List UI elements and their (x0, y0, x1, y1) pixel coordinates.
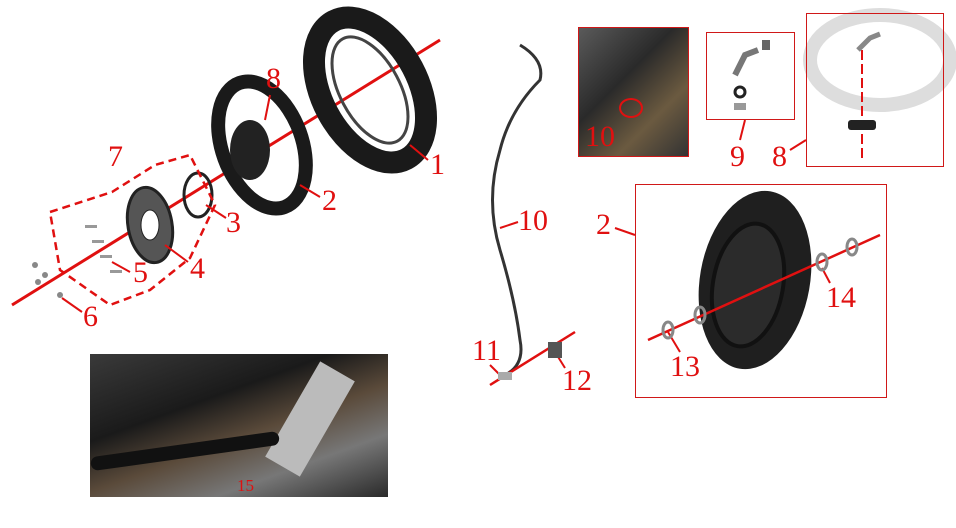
bolts-icon (85, 225, 122, 273)
label-2: 2 (322, 184, 337, 217)
label-9: 9 (730, 140, 745, 173)
label-3: 3 (226, 206, 241, 239)
wheel-detail-icon (698, 190, 812, 370)
bearings-icon (661, 237, 859, 340)
fork-tube (265, 361, 355, 477)
tire-icon (302, 6, 438, 174)
label-14: 14 (826, 281, 856, 314)
engine-photo (579, 28, 688, 156)
highlight-circle (619, 98, 643, 118)
valve-kit-icon (732, 40, 770, 110)
label-8-detail: 8 (772, 140, 787, 173)
sensor-photo (578, 27, 689, 157)
wheel-detail-box (635, 184, 887, 398)
label-4: 4 (190, 252, 205, 285)
valve-detail-box (806, 13, 944, 167)
valve-kit-box (706, 32, 795, 120)
label-1: 1 (430, 148, 445, 181)
sensor-end-icon (498, 372, 512, 380)
label-8: 8 (266, 62, 281, 95)
label-6: 6 (83, 300, 98, 333)
label-15: 15 (237, 476, 254, 495)
label-5: 5 (133, 256, 148, 289)
label-7: 7 (108, 140, 123, 173)
wheel-rim-icon (211, 74, 313, 216)
sensor-cable-icon (491, 43, 543, 377)
label-10: 10 (518, 204, 548, 237)
sensor-head-icon (548, 342, 562, 358)
label-11: 11 (472, 334, 501, 367)
label-12: 12 (562, 364, 592, 397)
disc-group-outline (48, 153, 217, 307)
valve-detail-icon (803, 8, 956, 160)
cable-hose (90, 430, 281, 472)
label-13: 13 (670, 350, 700, 383)
label-2-detail: 2 (596, 208, 611, 241)
screws-icon (32, 262, 63, 298)
connector-photo (90, 354, 388, 497)
brake-disc-icon (125, 185, 175, 265)
label-10-photo: 10 (585, 120, 615, 153)
